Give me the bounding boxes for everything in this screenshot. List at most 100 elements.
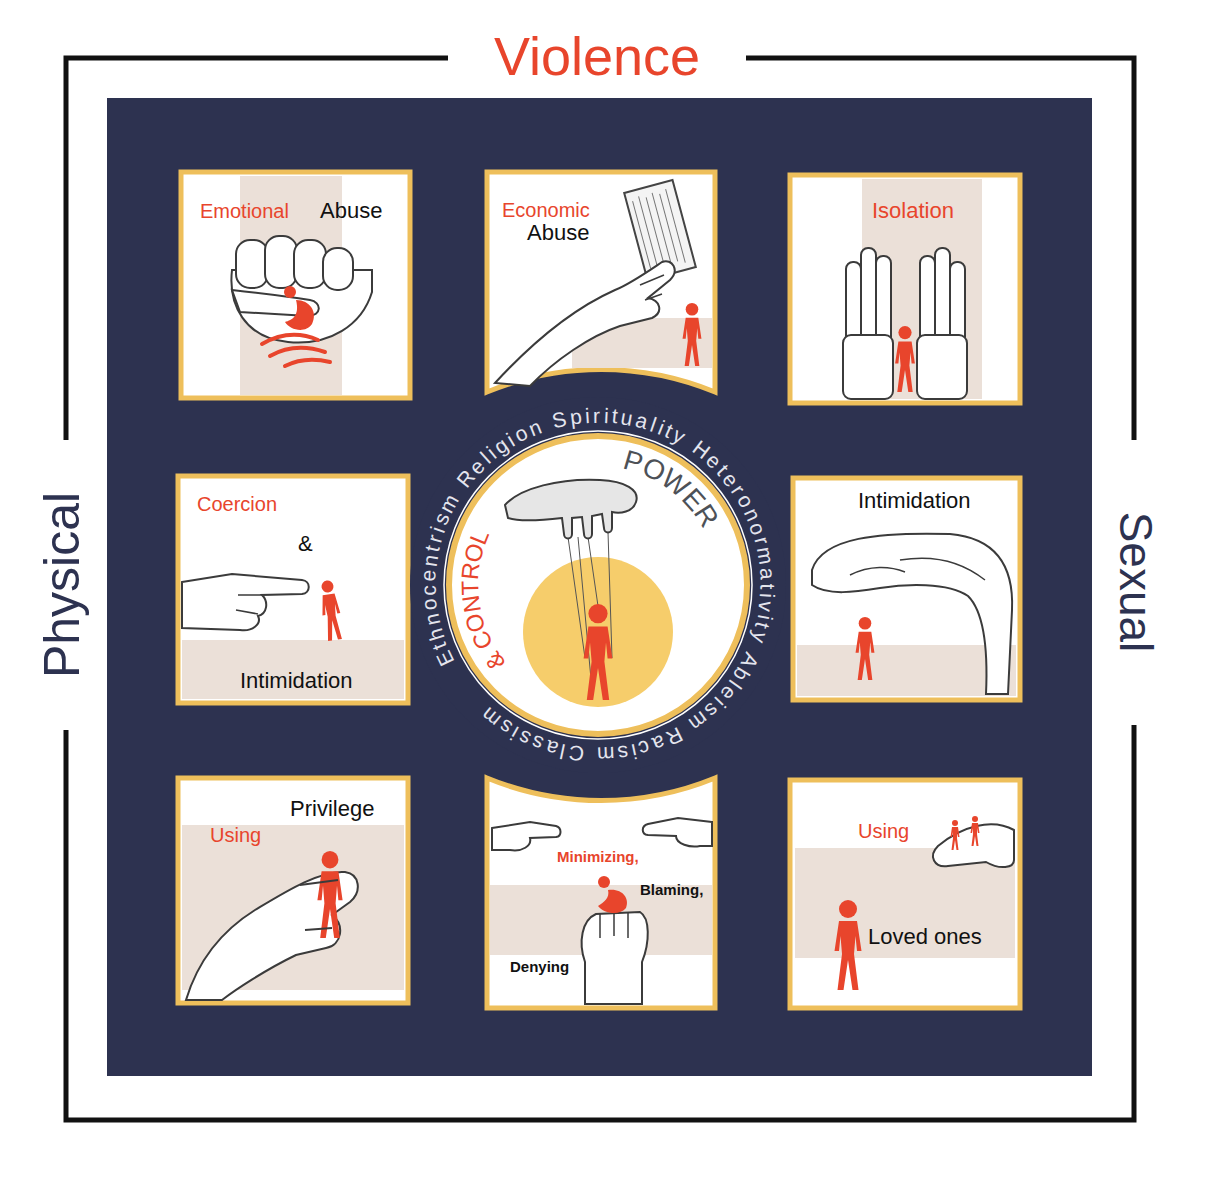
beige-band <box>795 848 1015 958</box>
pointing-hand <box>182 574 309 630</box>
person-figure <box>856 617 875 680</box>
figure-head <box>284 286 296 298</box>
panel-label: Intimidation <box>240 668 353 693</box>
arc-letter: s <box>616 742 629 764</box>
finger-line <box>850 558 985 580</box>
swoosh <box>262 335 330 366</box>
finger-line <box>640 275 664 300</box>
panel-border <box>793 478 1020 700</box>
oppression-ring: Ethnocentrism Religion Spirituality Hete… <box>410 397 786 773</box>
arc-letter: e <box>417 569 439 582</box>
arc-letter: c <box>417 584 438 595</box>
hand <box>495 261 675 386</box>
arc-letter: a <box>543 737 560 760</box>
arc-letter: o <box>418 598 440 612</box>
person-figure <box>318 579 344 641</box>
panel-border <box>181 172 410 398</box>
arc-letter: r <box>751 534 773 546</box>
arc-letter: n <box>420 612 443 628</box>
arc-letter: & <box>481 647 510 674</box>
panel-label: Minimizing, <box>557 848 639 865</box>
figure-head <box>598 876 610 888</box>
pointing-hand <box>643 818 712 847</box>
panel-border <box>790 780 1020 1008</box>
hub-outline <box>444 431 752 739</box>
arc-letter: r <box>593 404 600 425</box>
navy-panel <box>107 98 1092 1076</box>
fist-finger <box>323 248 353 290</box>
arc-label: POWER <box>446 433 750 737</box>
arc-letter: S <box>550 408 568 432</box>
power-control-hub: POWER& CONTROL <box>446 433 750 737</box>
raised-hand <box>917 248 967 399</box>
arc-letter: a <box>634 409 651 432</box>
looming-hand <box>812 534 1012 694</box>
beige-band <box>797 645 1016 696</box>
arc-letter <box>587 744 594 765</box>
panel-label: Abuse <box>320 198 382 223</box>
arc-letter: n <box>419 553 441 568</box>
arc-letter: u <box>620 406 635 429</box>
arc-letter: t <box>757 583 778 589</box>
panel-border <box>178 476 408 703</box>
fist-finger <box>236 240 268 288</box>
finger-line <box>236 595 262 614</box>
small-figure <box>971 816 980 846</box>
arc-letter: i <box>584 405 590 426</box>
arc-label: & CONTROL <box>446 433 750 737</box>
fist-finger <box>294 240 326 288</box>
panel-label: Privilege <box>290 796 374 821</box>
yellow-disc <box>523 557 673 707</box>
panel-label: Abuse <box>527 220 589 245</box>
frame-label: Violence <box>494 27 700 86</box>
arc-letter: E <box>432 648 457 670</box>
panel-border <box>790 175 1020 403</box>
arc-letter: c <box>637 737 653 760</box>
curled-figure <box>285 300 314 330</box>
arc-letter: T <box>458 580 482 595</box>
arc-letter: a <box>757 567 779 580</box>
panel-label: Blaming, <box>640 881 703 898</box>
ring-band <box>410 397 786 773</box>
holding-hand <box>582 912 648 1004</box>
frame-label: Physical <box>35 492 90 678</box>
curled-figure <box>598 890 627 913</box>
frame-label: Sexual <box>1111 512 1162 653</box>
person-figure <box>317 851 342 938</box>
fist-finger <box>265 236 297 288</box>
arc-letter: t <box>611 405 619 426</box>
finger-line <box>300 880 338 930</box>
arc-letter: t <box>421 543 443 553</box>
finger-line <box>600 912 628 938</box>
panel-label: & <box>298 531 313 556</box>
person-figure <box>683 303 702 366</box>
raised-hand <box>843 248 893 399</box>
panel-label: Loved ones <box>868 924 982 949</box>
puppet-figure <box>584 604 613 700</box>
panel-label: Isolation <box>872 198 954 223</box>
arc-letter: l <box>558 741 567 763</box>
frame-bracket <box>66 58 1134 1120</box>
arc-letter: m <box>596 744 614 766</box>
person-figure <box>895 326 915 392</box>
panel-border <box>178 778 408 1003</box>
panel-label: Economic <box>502 199 590 222</box>
arc-letter: i <box>757 592 778 598</box>
arc-letter: C <box>567 742 585 765</box>
panel-label: Using <box>210 824 261 847</box>
panel-label: Emotional <box>200 200 289 223</box>
arc-letter: m <box>754 546 778 567</box>
panel-label: Intimidation <box>858 488 971 513</box>
arc-letter: v <box>756 600 778 613</box>
hub-disc <box>449 436 747 734</box>
arc-letter: i <box>603 405 609 426</box>
arc-letter: p <box>568 405 582 427</box>
panel-border <box>487 778 715 1008</box>
small-figure <box>951 820 960 850</box>
person-figure <box>835 900 862 990</box>
panel-label: Using <box>858 820 909 843</box>
arc-letter: i <box>754 613 776 622</box>
arc-letter: y <box>748 629 771 645</box>
